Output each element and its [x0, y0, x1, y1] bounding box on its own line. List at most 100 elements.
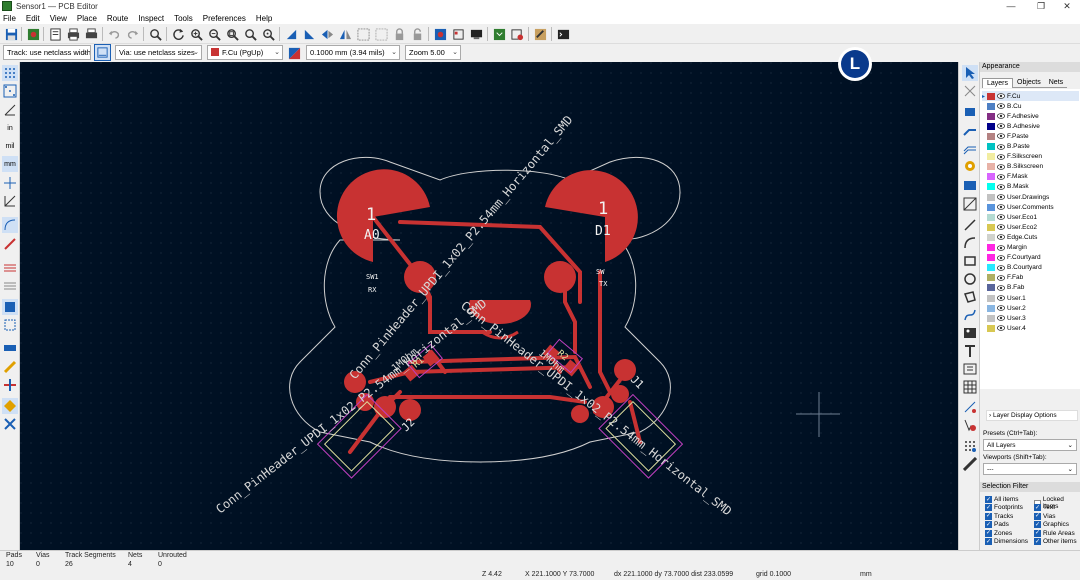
visibility-eye-icon[interactable] [997, 173, 1005, 180]
group-icon[interactable] [355, 26, 371, 42]
layer-color-swatch[interactable] [987, 314, 995, 322]
visibility-eye-icon[interactable] [997, 305, 1005, 312]
layer-pair-icon[interactable] [286, 45, 302, 61]
layer-row[interactable]: B.Paste [982, 142, 1079, 152]
menu-route[interactable]: Route [106, 13, 129, 23]
checkbox-icon[interactable]: ✓ [985, 504, 992, 512]
checkbox-icon[interactable]: ✓ [985, 538, 992, 545]
layer-row[interactable]: F.Adhesive [982, 111, 1079, 121]
checkbox-icon[interactable]: ✓ [1034, 529, 1041, 537]
tab-nets[interactable]: Nets [1044, 78, 1068, 88]
redo-icon[interactable] [124, 26, 140, 42]
checkbox-icon[interactable]: ✓ [1034, 538, 1041, 545]
menu-preferences[interactable]: Preferences [202, 13, 246, 23]
filter-checkbox[interactable]: ✓Text [1034, 504, 1055, 512]
refresh-icon[interactable] [170, 26, 186, 42]
plugin-icon[interactable] [532, 26, 548, 42]
layer-row[interactable]: F.Courtyard [982, 253, 1079, 263]
mirror-icon[interactable] [337, 26, 353, 42]
tab-layers[interactable]: Layers [982, 78, 1014, 88]
layer-color-swatch[interactable] [987, 193, 995, 201]
curved-ratsnest-icon[interactable] [2, 217, 18, 233]
circle-tool-icon[interactable] [962, 271, 978, 287]
layer-color-swatch[interactable] [987, 132, 995, 140]
visibility-eye-icon[interactable] [997, 113, 1005, 120]
auto-track-width-icon[interactable] [94, 44, 111, 61]
layer-color-swatch[interactable] [987, 203, 995, 211]
filter-checkbox[interactable]: ✓Pads [985, 521, 1009, 529]
layer-select[interactable]: F.Cu (PgUp)⌄ [207, 45, 283, 60]
visibility-eye-icon[interactable] [997, 163, 1005, 170]
layer-color-swatch[interactable] [987, 324, 995, 332]
visibility-eye-icon[interactable] [997, 325, 1005, 332]
layer-row[interactable]: B.Silkscreen [982, 162, 1079, 172]
page-settings-icon[interactable] [47, 26, 63, 42]
layer-row[interactable]: B.Adhesive [982, 121, 1079, 131]
print-icon[interactable] [65, 26, 81, 42]
visibility-eye-icon[interactable] [997, 204, 1005, 211]
local-ratsnest-icon[interactable] [962, 83, 978, 99]
grid-select[interactable]: 0.1000 mm (3.94 mils)⌄ [306, 45, 400, 60]
layer-color-swatch[interactable] [987, 183, 995, 191]
undo-icon[interactable] [106, 26, 122, 42]
drc-icon[interactable] [509, 26, 525, 42]
filter-checkbox[interactable]: ✓Vias [1034, 512, 1056, 520]
menu-tools[interactable]: Tools [174, 13, 193, 23]
pad-fill-icon[interactable] [2, 299, 18, 315]
r2-footprint[interactable] [542, 338, 583, 377]
j1-footprint[interactable] [598, 393, 684, 479]
filter-checkbox[interactable]: ✓Graphics [1034, 521, 1069, 529]
delete-tool-icon[interactable] [962, 417, 978, 433]
cursor-shape-icon[interactable] [2, 175, 18, 191]
highlight-net-icon[interactable] [2, 236, 18, 252]
visibility-eye-icon[interactable] [997, 183, 1005, 190]
terminal-icon[interactable] [555, 26, 571, 42]
zoom-fit-icon[interactable] [224, 26, 240, 42]
layer-row[interactable]: Margin [982, 243, 1079, 253]
visibility-eye-icon[interactable] [997, 274, 1005, 281]
layer-color-swatch[interactable] [987, 92, 995, 100]
menu-view[interactable]: View [49, 13, 67, 23]
layer-color-swatch[interactable] [987, 244, 995, 251]
layer-color-swatch[interactable] [987, 254, 995, 262]
plot-icon[interactable] [83, 26, 99, 42]
filter-checkbox[interactable]: ✓All items [985, 496, 1019, 503]
visibility-eye-icon[interactable] [997, 153, 1005, 160]
layer-color-swatch[interactable] [987, 143, 995, 150]
table-tool-icon[interactable] [962, 379, 978, 395]
user-badge[interactable]: L [838, 47, 872, 81]
visibility-eye-icon[interactable] [997, 315, 1005, 322]
checkbox-icon[interactable]: ✓ [985, 512, 992, 520]
units-mil-icon[interactable]: mil [5, 142, 15, 150]
visibility-eye-icon[interactable] [997, 224, 1005, 231]
rotate-ccw-icon[interactable] [283, 26, 299, 42]
bezier-tool-icon[interactable] [962, 307, 978, 323]
visibility-eye-icon[interactable] [997, 133, 1005, 140]
zoom-in-icon[interactable] [188, 26, 204, 42]
zoom-selection-icon[interactable] [260, 26, 276, 42]
checkbox-icon[interactable]: ✓ [1034, 512, 1041, 520]
filter-checkbox[interactable]: ✓Tracks [985, 512, 1013, 520]
layer-row[interactable]: B.Mask [982, 182, 1079, 192]
layer-color-swatch[interactable] [987, 102, 995, 110]
footprint-editor-icon[interactable] [450, 26, 466, 42]
layer-color-swatch[interactable] [987, 112, 995, 120]
pad-sw1-right[interactable] [544, 261, 576, 293]
via-tool-icon[interactable] [962, 158, 978, 174]
route-diff-pair-icon[interactable] [962, 140, 978, 156]
net-color-icon[interactable] [2, 377, 18, 393]
appearance-panel-icon[interactable] [2, 398, 18, 414]
zoom-out-icon[interactable] [206, 26, 222, 42]
layer-row[interactable]: F.Fab [982, 273, 1079, 283]
layer-row[interactable]: B.Courtyard [982, 263, 1079, 273]
layer-row[interactable]: ▸F.Cu [982, 91, 1079, 101]
grid-toggle-icon[interactable] [2, 65, 18, 81]
lock-icon[interactable] [391, 26, 407, 42]
layer-row[interactable]: User.Eco1 [982, 212, 1079, 222]
place-footprint-icon[interactable] [962, 104, 978, 120]
checkbox-icon[interactable]: ✓ [985, 496, 992, 503]
polar-coords-icon[interactable] [2, 102, 18, 118]
track-width-select[interactable]: Track: use netclass width⌄ [3, 45, 91, 60]
layer-row[interactable]: F.Paste [982, 131, 1079, 141]
zone-display-icon[interactable] [2, 260, 18, 276]
